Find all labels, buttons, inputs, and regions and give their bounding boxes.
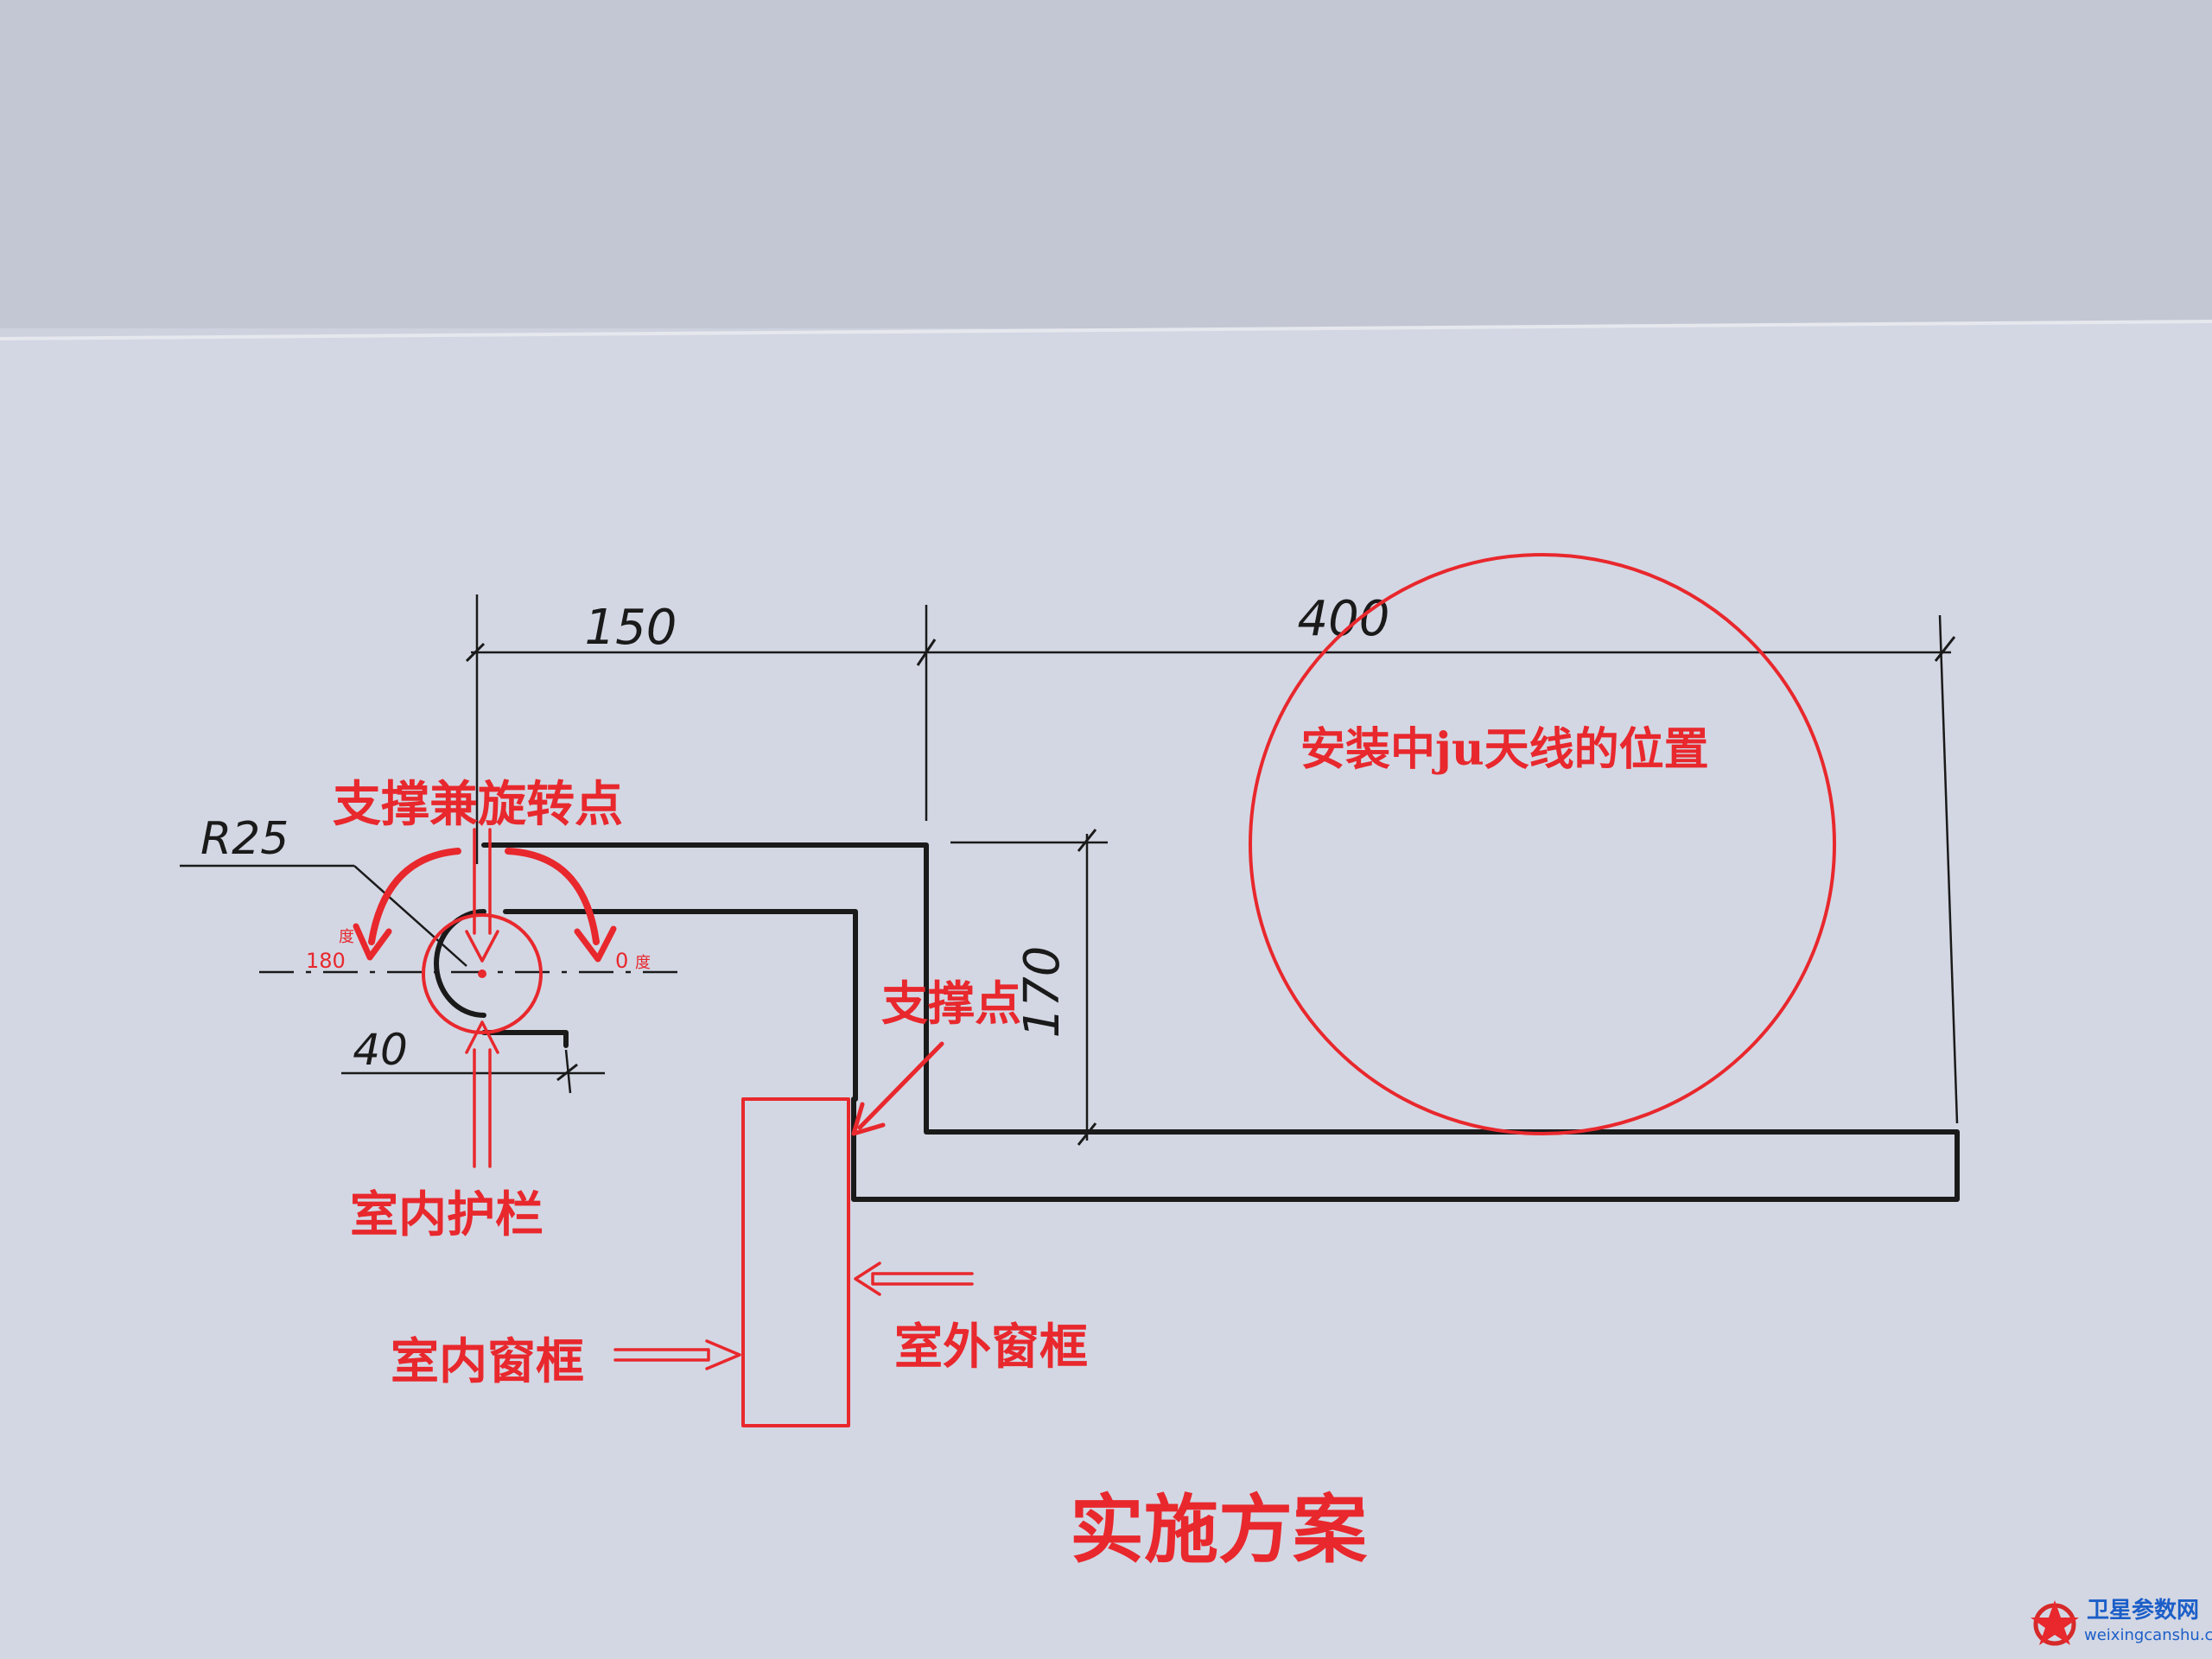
outdoor-frame-arrow — [871, 1272, 974, 1286]
dimension-lines — [180, 594, 1959, 1146]
angle-0-label: 0 — [615, 949, 628, 973]
watermark: 卫星参数网 weixingcanshu.com — [2031, 1597, 2212, 1646]
drawing-title: 实施方案 — [1070, 1486, 1368, 1573]
antenna-position-circle — [1249, 553, 1836, 1135]
indoor-frame-arrow — [613, 1348, 710, 1362]
pivot-label: 支撑兼旋转点 — [333, 776, 623, 833]
radius-r25-label: R25 — [200, 813, 289, 865]
watermark-star-icon — [2031, 1600, 2079, 1646]
bracket-inner-edge — [503, 909, 858, 1102]
dimension-170-label: 170 — [1014, 946, 1071, 1039]
support-point-label: 支撑点 — [881, 976, 1021, 1031]
rotation-arc-right — [505, 848, 600, 945]
dimension-40-label: 40 — [353, 1025, 408, 1075]
outdoor-window-frame-label: 室外窗框 — [894, 1319, 1088, 1376]
rotation-arc-left — [368, 848, 461, 945]
red-annotation-shapes — [353, 553, 1836, 1427]
angle-180-unit: 度 — [339, 928, 354, 946]
indoor-window-frame-box — [741, 1097, 850, 1427]
support-arrow-line — [857, 1041, 944, 1130]
watermark-url: weixingcanshu.com — [2084, 1626, 2212, 1644]
angle-180-label: 180 — [306, 949, 346, 973]
angle-0-unit: 度 — [635, 954, 651, 972]
indoor-rail-label: 室内护栏 — [350, 1186, 543, 1243]
bracket-tail — [481, 1030, 569, 1048]
dimension-400-label: 400 — [1298, 591, 1390, 647]
antenna-position-label: 安装中ju天线的位置 — [1300, 723, 1709, 776]
watermark-site-name: 卫星参数网 — [2087, 1597, 2199, 1624]
dimension-150-label: 150 — [585, 600, 677, 656]
pivot-circle — [422, 913, 543, 1034]
indoor-window-frame-label: 室内窗框 — [391, 1333, 584, 1390]
bracket-outer-edge — [481, 842, 1960, 1202]
